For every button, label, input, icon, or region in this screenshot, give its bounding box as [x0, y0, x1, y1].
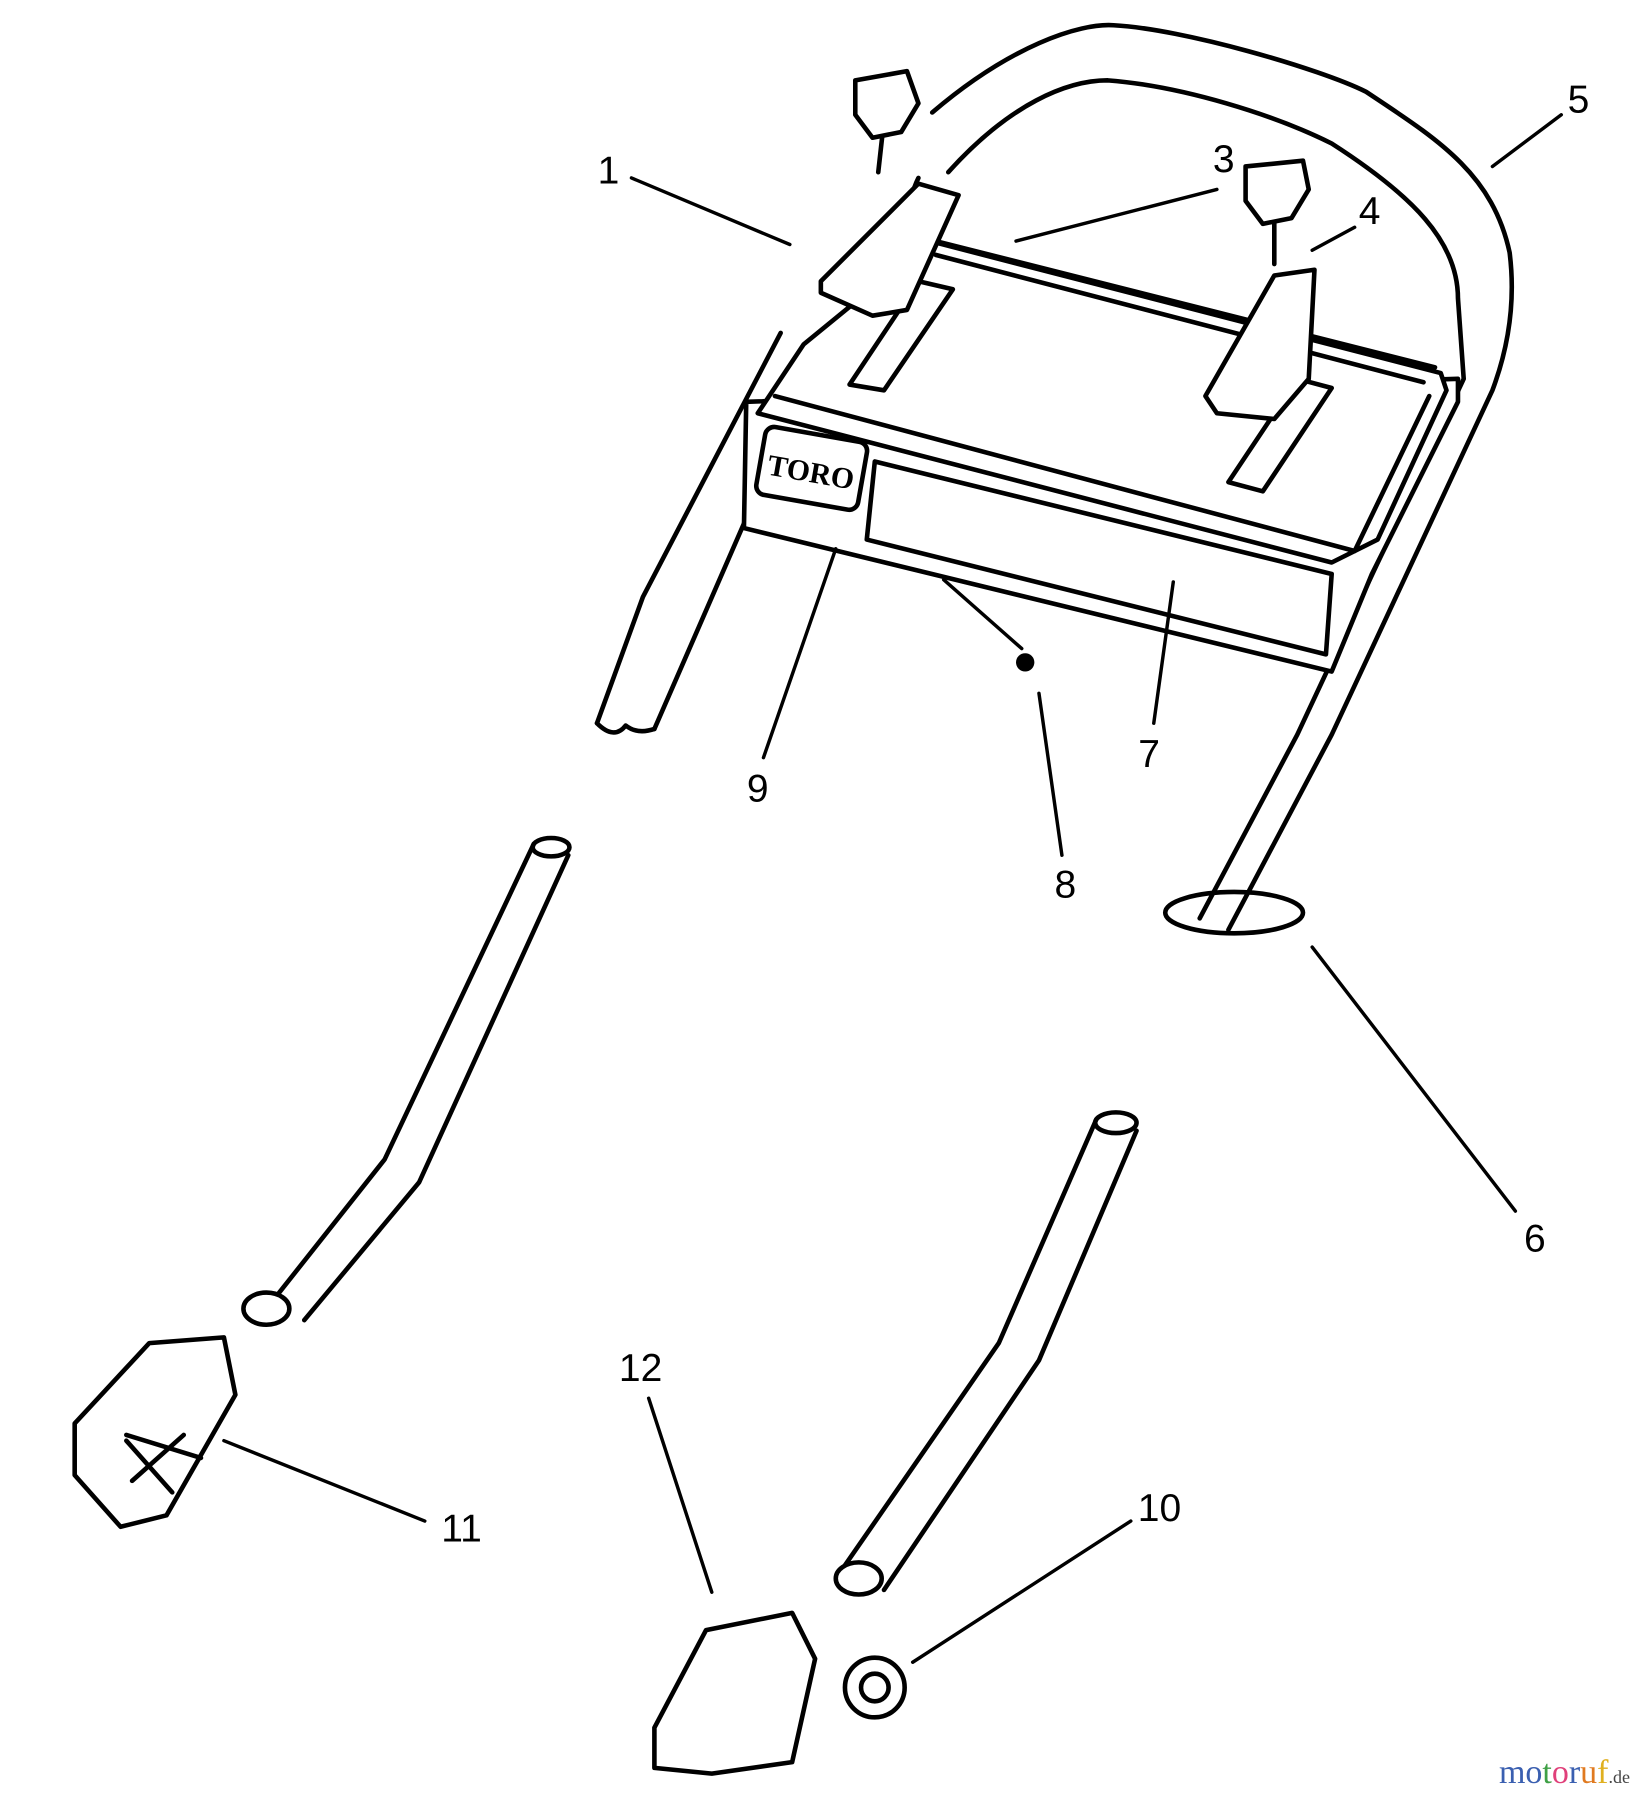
- watermark-letter: r: [1568, 1754, 1581, 1791]
- bracket-left: [72, 1335, 238, 1530]
- lever-right: [1203, 267, 1317, 422]
- watermark-letter: m: [1498, 1754, 1526, 1791]
- callout-8: 8: [1055, 864, 1077, 907]
- upper-handle: [929, 22, 1515, 933]
- watermark-suffix: .de: [1608, 1767, 1631, 1787]
- callout-4: 4: [1359, 190, 1381, 233]
- decal: [864, 459, 1334, 657]
- watermark-text: motoruf: [1499, 1754, 1609, 1792]
- watermark-letter: o: [1551, 1754, 1569, 1791]
- lever-left: [818, 181, 961, 318]
- watermark-letter: t: [1542, 1754, 1552, 1791]
- callout-10: 10: [1138, 1487, 1181, 1530]
- callout-9: 9: [747, 767, 769, 810]
- callout-1: 1: [598, 150, 620, 193]
- screw: [1016, 653, 1035, 672]
- watermark-letter: f: [1597, 1754, 1609, 1791]
- bracket-right: [652, 1610, 818, 1776]
- callout-6: 6: [1524, 1217, 1546, 1260]
- knob: [842, 1655, 907, 1720]
- watermark-letter: u: [1580, 1754, 1598, 1791]
- callout-5: 5: [1568, 79, 1590, 122]
- callout-3: 3: [1213, 138, 1235, 181]
- callout-11: 11: [441, 1508, 482, 1551]
- clip: [1162, 889, 1306, 936]
- callout-12: 12: [619, 1347, 662, 1390]
- watermark-logo: motoruf.de: [1499, 1754, 1630, 1792]
- watermark-letter: o: [1525, 1754, 1543, 1791]
- callout-7: 7: [1138, 733, 1160, 776]
